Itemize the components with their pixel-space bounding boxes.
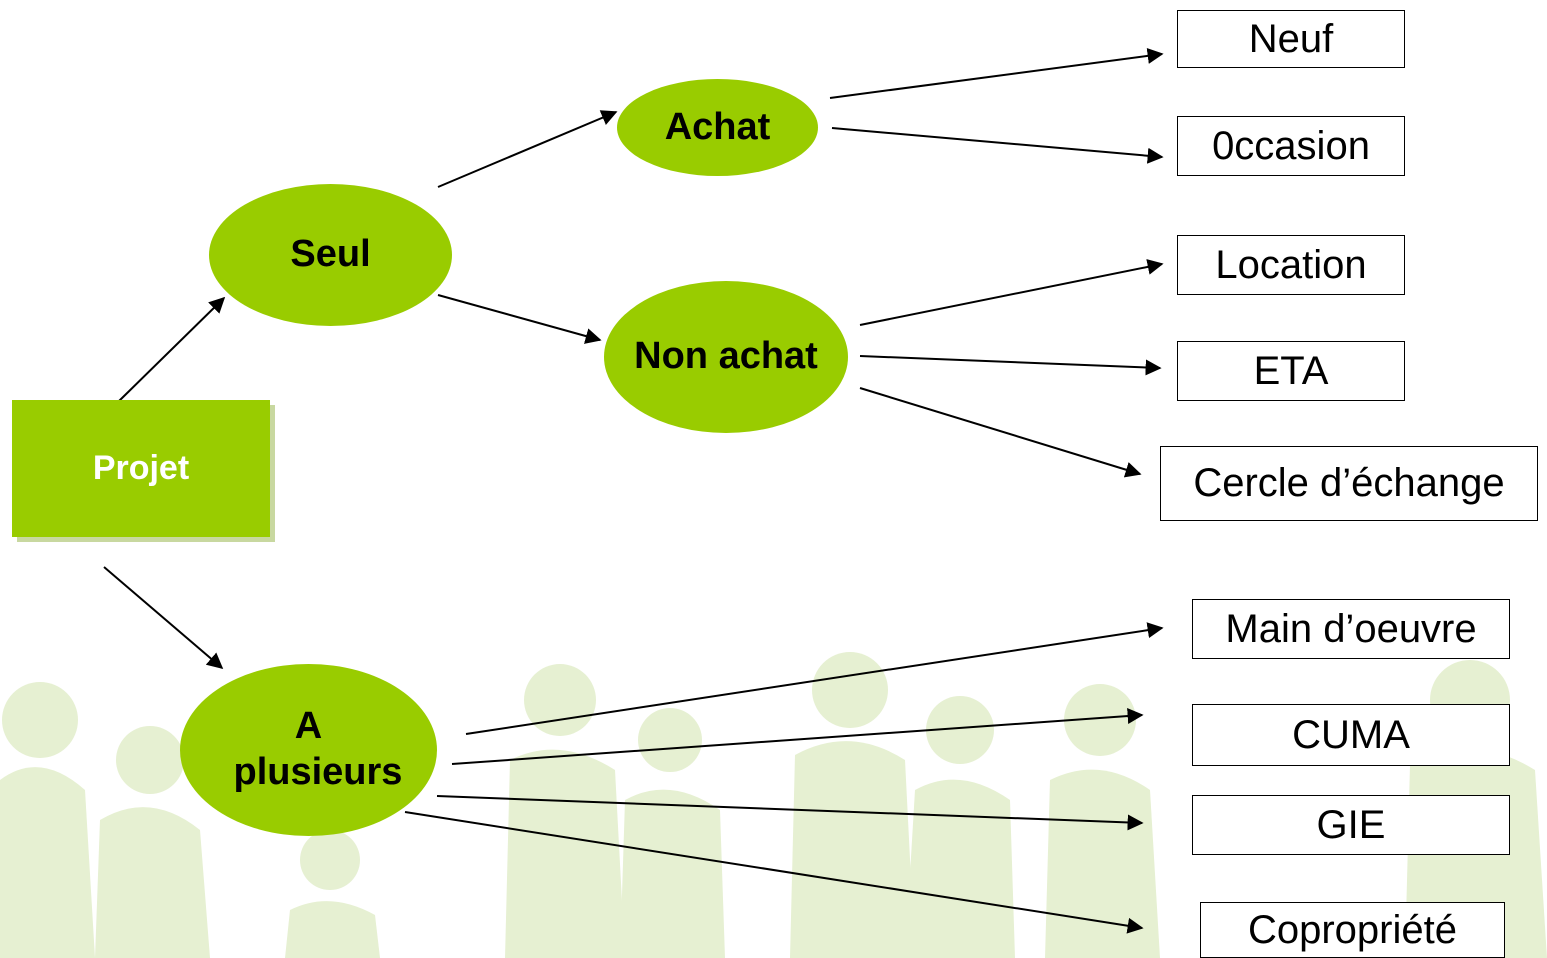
arrow-achat-neuf bbox=[829, 47, 1164, 99]
node-non-achat-label: Non achat bbox=[634, 335, 818, 378]
leaf-main-oeuvre: Main d’oeuvre bbox=[1192, 599, 1510, 659]
arrow-plusieurs-copro bbox=[404, 811, 1144, 934]
arrow-plusieurs-cuma bbox=[451, 708, 1144, 765]
node-achat-label: Achat bbox=[664, 105, 771, 148]
leaf-cercle-echange-label: Cercle d’échange bbox=[1193, 461, 1505, 505]
arrow-nonachat-cercle bbox=[859, 387, 1142, 478]
node-projet: Projet bbox=[12, 400, 270, 537]
leaf-occasion-label: 0ccasion bbox=[1212, 123, 1370, 168]
leaf-location: Location bbox=[1177, 235, 1405, 295]
leaf-gie-label: GIE bbox=[1316, 802, 1386, 847]
leaf-cuma-label: CUMA bbox=[1292, 712, 1410, 757]
node-achat: Achat bbox=[617, 79, 818, 176]
arrow-achat-occasion bbox=[831, 127, 1164, 164]
node-a-plusieurs-label: A plusieurs bbox=[233, 705, 403, 793]
arrow-nonachat-eta bbox=[859, 355, 1162, 376]
leaf-copropriete: Copropriété bbox=[1200, 902, 1505, 958]
arrow-projet-seul bbox=[117, 296, 226, 403]
node-seul-label: Seul bbox=[290, 233, 371, 276]
leaf-main-oeuvre-label: Main d’oeuvre bbox=[1225, 606, 1477, 651]
leaf-occasion: 0ccasion bbox=[1177, 116, 1405, 176]
arrow-nonachat-location bbox=[859, 259, 1164, 326]
node-projet-label: Projet bbox=[92, 449, 190, 487]
node-non-achat: Non achat bbox=[604, 281, 848, 433]
arrow-seul-nonachat bbox=[437, 294, 602, 344]
leaf-location-label: Location bbox=[1215, 242, 1367, 287]
arrow-seul-achat bbox=[437, 110, 618, 188]
arrow-plusieurs-main bbox=[465, 622, 1164, 735]
leaf-copropriete-label: Copropriété bbox=[1247, 907, 1457, 952]
leaf-eta: ETA bbox=[1177, 341, 1405, 401]
leaf-neuf-label: Neuf bbox=[1248, 16, 1334, 61]
leaf-neuf: Neuf bbox=[1177, 10, 1405, 68]
arrow-projet-plusieurs bbox=[103, 566, 224, 670]
leaf-eta-label: ETA bbox=[1253, 348, 1329, 393]
leaf-gie: GIE bbox=[1192, 795, 1510, 855]
leaf-cercle-echange: Cercle d’échange bbox=[1160, 446, 1538, 521]
node-a-plusieurs: A plusieurs bbox=[180, 664, 437, 836]
node-seul: Seul bbox=[209, 184, 452, 326]
leaf-cuma: CUMA bbox=[1192, 704, 1510, 766]
arrow-plusieurs-gie bbox=[436, 795, 1144, 831]
